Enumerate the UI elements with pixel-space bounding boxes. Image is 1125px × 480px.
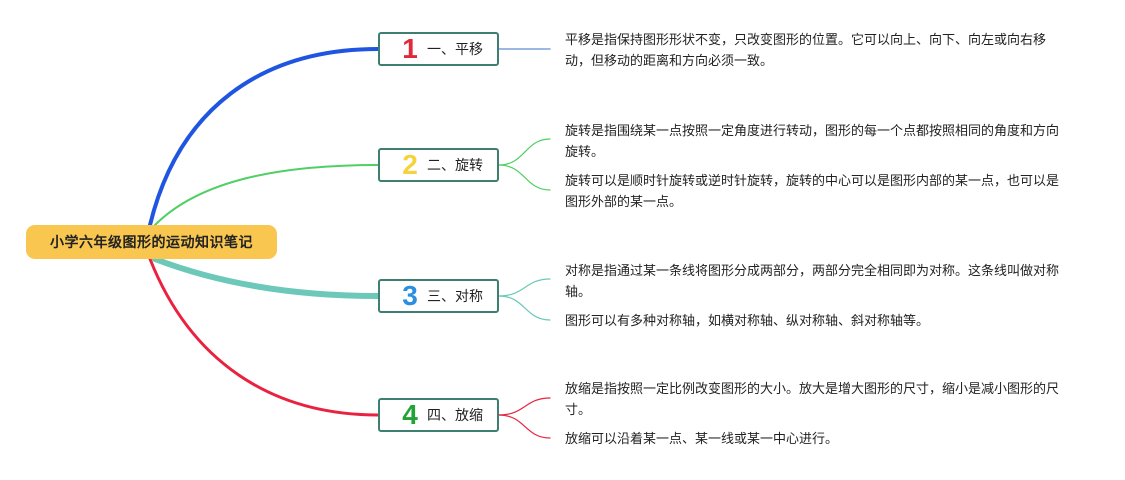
branch-line-translation [148, 47, 380, 227]
topic-label: 一、平移 [427, 42, 483, 58]
note-rotation-1: 旋转是指围绕某一点按照一定角度进行转动，图形的每一个点都按照相同的角度和方向旋转… [565, 124, 1060, 160]
root-node[interactable]: 小学六年级图形的运动知识笔记 [26, 225, 277, 259]
note-link-rotation-1 [498, 138, 551, 166]
number-1-icon: 1 [402, 33, 418, 64]
note-link-rotation-2 [498, 164, 551, 191]
topic-symmetry[interactable]: 3 三、对称 [378, 279, 499, 313]
branch-line-scaling [148, 257, 380, 417]
number-3-icon: 3 [402, 280, 418, 311]
number-4-icon: 4 [402, 399, 418, 430]
note-symmetry-1: 对称是指通过某一条线将图形分成两部分，两部分完全相同即为对称。这条线叫做对称轴。 [565, 264, 1060, 300]
note-scaling-2: 放缩可以沿着某一点、某一线或某一中心进行。 [565, 432, 839, 447]
note-link-scaling-2 [498, 414, 551, 439]
topic-label: 二、旋转 [427, 158, 483, 174]
topic-scaling[interactable]: 4 四、放缩 [378, 398, 499, 432]
branch-line-rotation [154, 164, 379, 226]
note-symmetry-2: 图形可以有多种对称轴，如横对称轴、纵对称轴、斜对称轴等。 [565, 314, 930, 329]
topic-label: 三、对称 [427, 289, 483, 305]
note-link-symmetry-2 [498, 295, 551, 321]
topic-label: 四、放缩 [427, 408, 483, 424]
number-2-icon: 2 [402, 149, 418, 180]
note-link-symmetry-1 [498, 278, 551, 297]
note-scaling-1: 放缩是指按照一定比例改变图形的大小。放大是增大图形的尺寸，缩小是减小图形的尺寸。 [565, 382, 1060, 418]
branch-line-symmetry [152, 256, 381, 299]
root-title: 小学六年级图形的运动知识笔记 [50, 235, 253, 251]
note-translation-1: 平移是指保持图形形状不变，只改变图形的位置。它可以向上、向下、向左或向右移动，但… [565, 33, 1047, 69]
topic-translation[interactable]: 1 一、平移 [378, 32, 499, 66]
topic-rotation[interactable]: 2 二、旋转 [378, 148, 499, 182]
note-link-scaling-1 [498, 397, 551, 416]
note-rotation-2: 旋转可以是顺时针旋转或逆时针旋转，旋转的中心可以是图形内部的某一点，也可以是图形… [565, 174, 1060, 210]
